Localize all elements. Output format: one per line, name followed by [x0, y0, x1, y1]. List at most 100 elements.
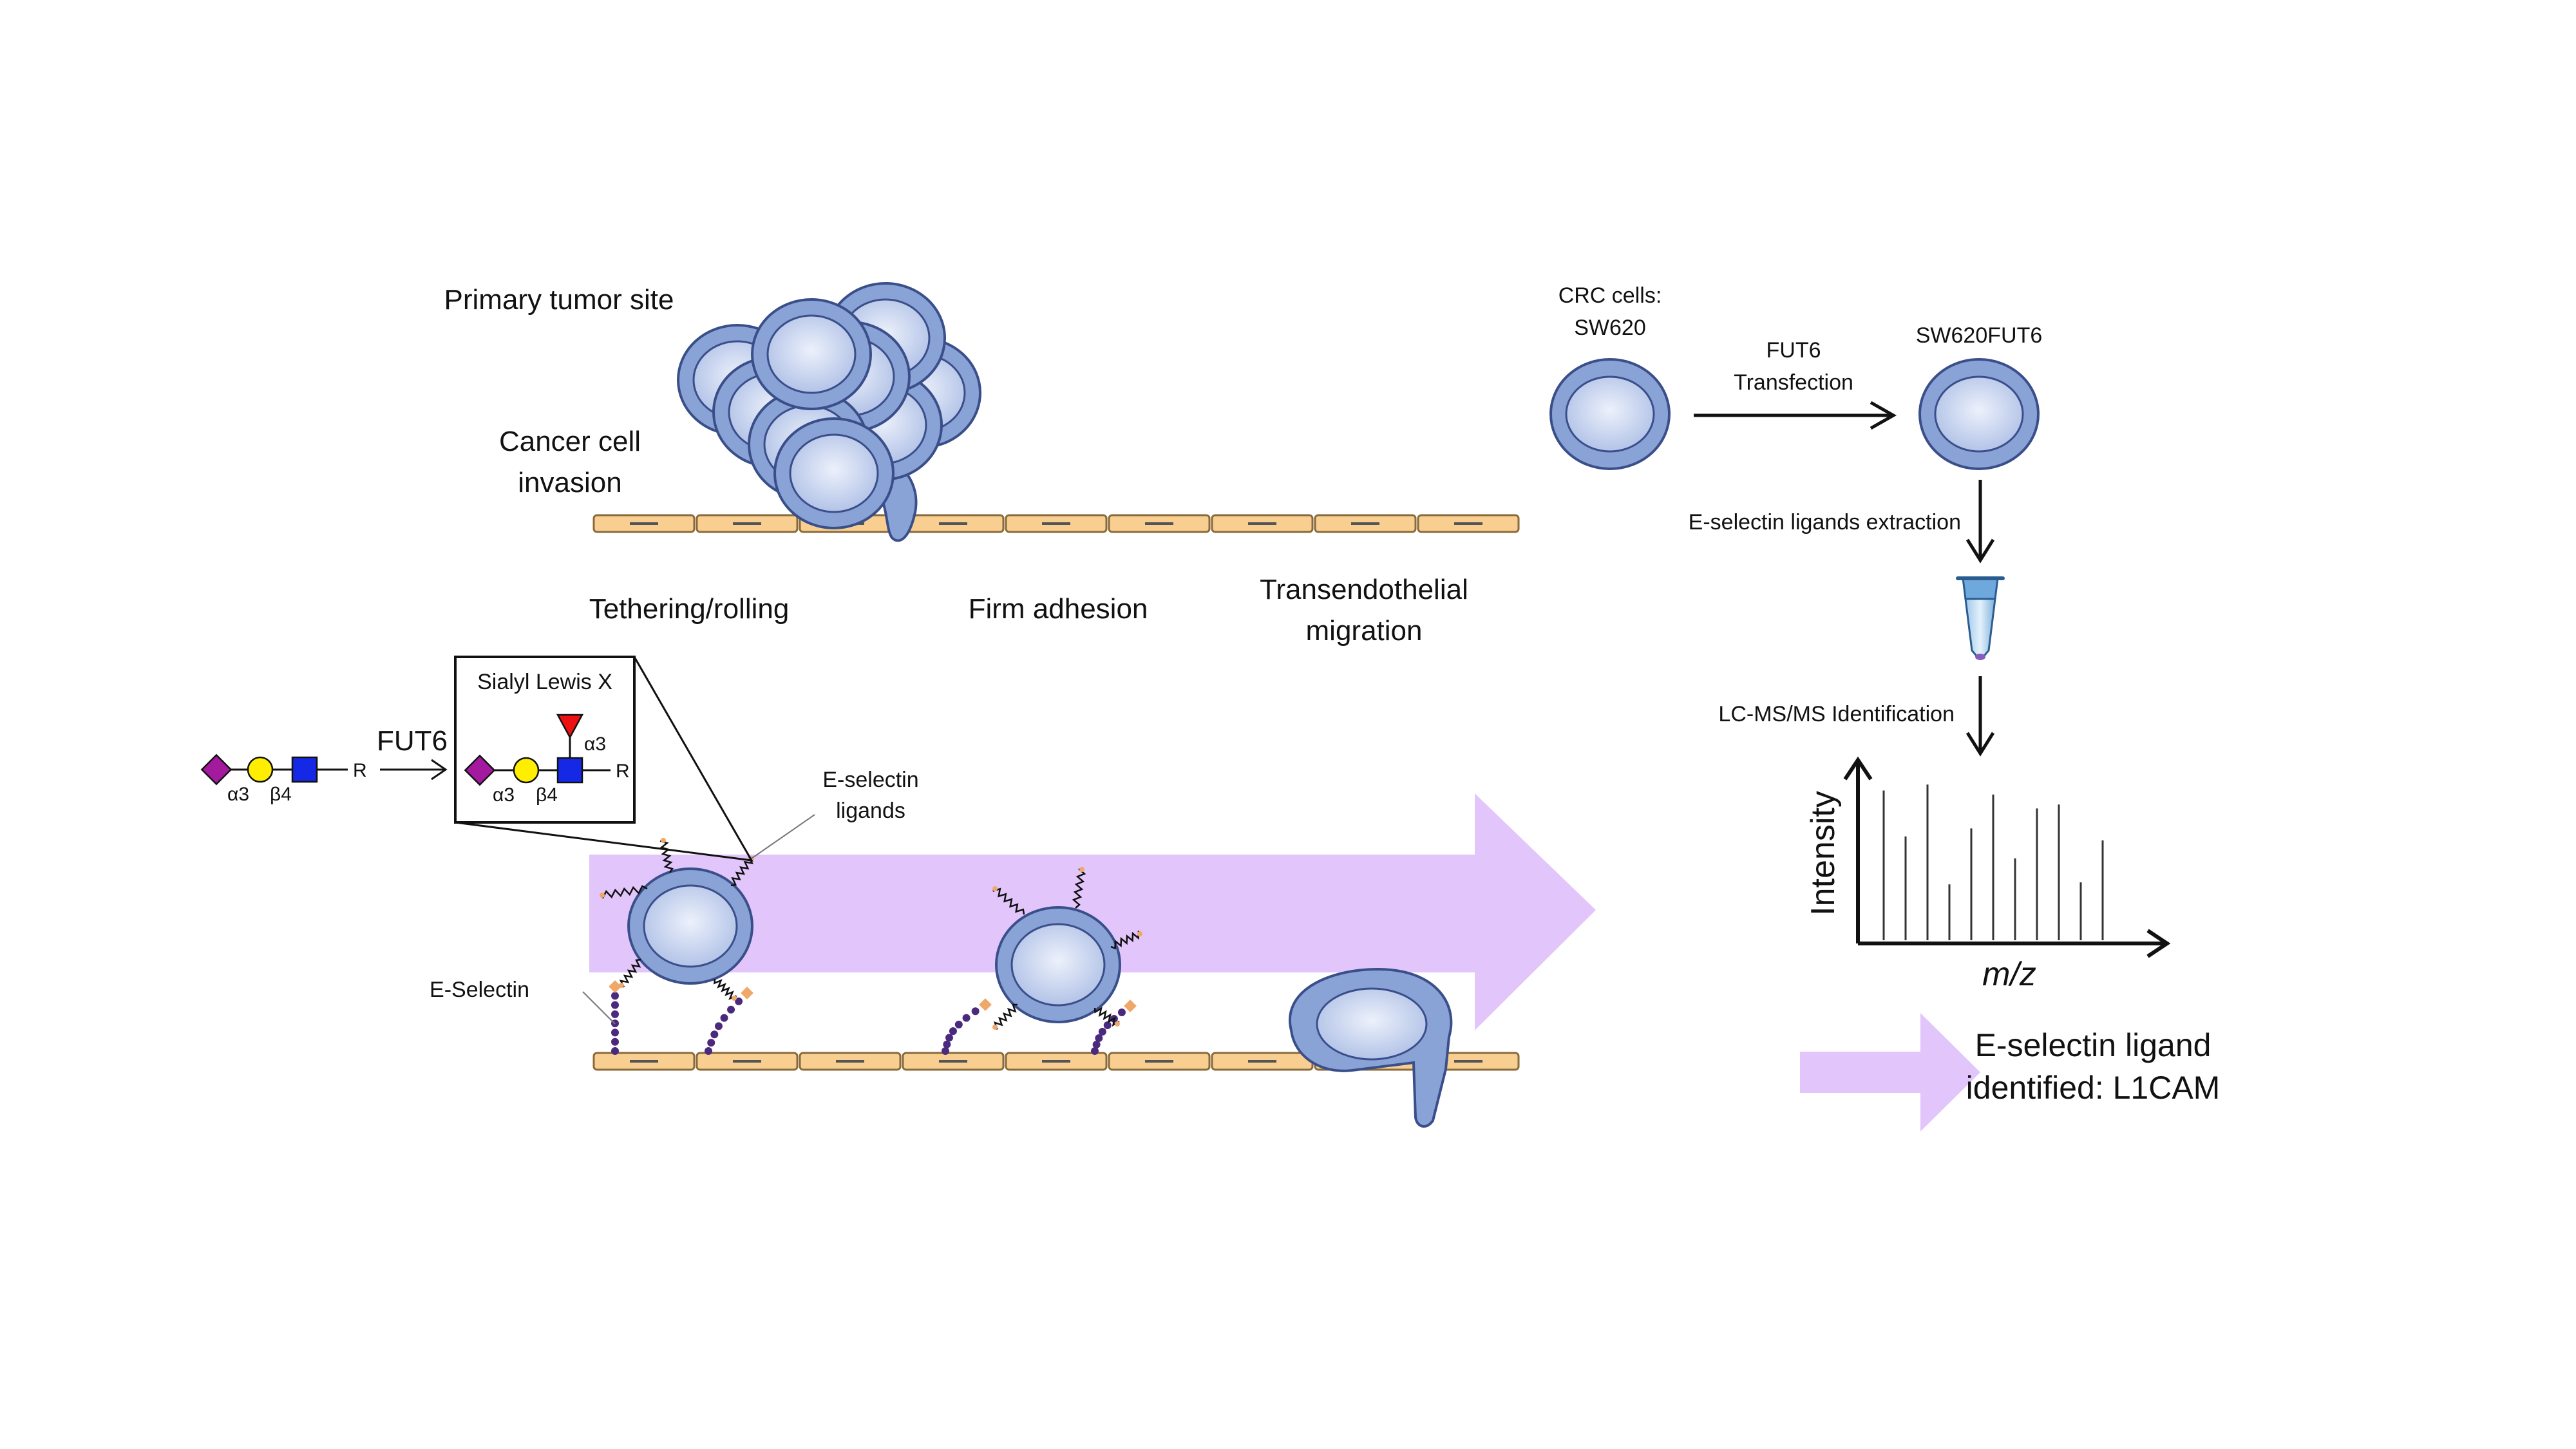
- receptor-bead: [962, 1014, 971, 1022]
- e-selectin-receptor: [942, 998, 992, 1055]
- galactose-circle: [247, 756, 274, 783]
- receptor-bead: [1092, 1041, 1101, 1048]
- receptor-bead: [611, 1047, 619, 1055]
- receptor-bead: [611, 1001, 619, 1009]
- ligand-chain: [619, 958, 641, 988]
- reducing-end-label: R: [616, 761, 630, 782]
- ligand-chain: [1094, 1007, 1120, 1027]
- linkage-label: α3: [493, 784, 515, 806]
- e-selectin-pointer: [582, 991, 616, 1025]
- ligand-chain: [993, 1003, 1018, 1030]
- receptor-bead: [949, 1027, 957, 1036]
- linkage-label: β4: [536, 784, 558, 806]
- ligand-chain: [992, 887, 1025, 915]
- ligand-chain: [730, 856, 753, 887]
- ligand-glycan: [1079, 867, 1084, 872]
- receptor-bead: [942, 1047, 949, 1055]
- ligand-glycan: [992, 886, 998, 891]
- linkage-label: β4: [270, 784, 292, 805]
- lectin-domain: [609, 980, 621, 993]
- fucose-linkage-label: α3: [584, 734, 606, 755]
- sialic-acid-diamond: [200, 753, 232, 786]
- cancer-cell-invasion-label: Cancer cell: [499, 426, 641, 457]
- ligand-glycan: [1115, 1021, 1120, 1027]
- fut6-arrow: FUT6: [377, 725, 448, 781]
- tumor-cell: [773, 417, 895, 529]
- sample-tube-icon: [1956, 576, 2005, 660]
- ligand-chain: [1110, 931, 1140, 950]
- spectrum-peaks: [1882, 784, 2104, 940]
- crc-cells-label: CRC cells:: [1558, 283, 1662, 308]
- zoom-callout-lines: [455, 656, 753, 862]
- ligand-chain: [659, 840, 674, 873]
- lectin-domain: [1124, 999, 1137, 1012]
- receptor-bead: [943, 1040, 951, 1048]
- receptor-bead: [945, 1034, 953, 1042]
- e-selectin-ligands-label: E-selectin: [822, 768, 918, 792]
- result-label: identified: L1CAM: [1966, 1070, 2221, 1106]
- ligand-glycan: [732, 996, 737, 1001]
- e-selectin-ligands-label: ligands: [836, 799, 905, 823]
- result-label: E-selectin ligand: [1975, 1027, 2211, 1063]
- galactose-circle: [513, 757, 540, 784]
- receptor-bead: [720, 1014, 728, 1022]
- cancer-cell-invasion-label: invasion: [518, 467, 621, 498]
- e-selectin-receptors: [609, 980, 1137, 1055]
- sialic-acid-diamond: [464, 754, 496, 786]
- transmigrating-cell: [1289, 967, 1453, 1128]
- sw620-cell: [1549, 358, 1671, 470]
- mass-spectrum: Intensity m/z: [1804, 756, 2171, 993]
- y-axis-label: Intensity: [1804, 791, 1842, 916]
- receptor-bead: [735, 997, 743, 1005]
- fut6-transfection-label: Transfection: [1734, 370, 1853, 395]
- glcnac-square: [291, 756, 318, 783]
- e-selectin-ligands-pointer: [751, 814, 815, 859]
- ligand-chain: [714, 978, 737, 1000]
- transfection-arrow: [1694, 401, 1897, 430]
- ligand-extraction-label: E-selectin ligands extraction: [1689, 510, 1961, 535]
- ligand-glycan: [661, 838, 666, 843]
- receptor-bead: [1103, 1021, 1112, 1029]
- receptor-bead: [1095, 1034, 1103, 1042]
- ligand-glycan: [1137, 931, 1142, 936]
- receptor-bead: [1117, 1009, 1126, 1016]
- lectin-domain: [741, 987, 753, 999]
- receptor-bead: [611, 1037, 619, 1046]
- primary-tumor-site-label: Primary tumor site: [444, 284, 674, 316]
- linkage-label: α3: [227, 784, 249, 805]
- ligand-glycan: [992, 1025, 998, 1030]
- firm-adhesion-label: Firm adhesion: [969, 593, 1148, 625]
- ligand-glycan: [619, 983, 624, 988]
- receptor-bead: [714, 1022, 723, 1030]
- result-arrow: [1800, 1013, 1980, 1132]
- tumor-cell: [751, 298, 872, 410]
- receptor-bead: [707, 1039, 715, 1047]
- sialyl-lewis-x-box: Sialyl Lewis X α3 α3 β4 R: [454, 656, 636, 824]
- fucose-triangle: [556, 714, 584, 739]
- sw620fut6-cell: [1918, 358, 2040, 470]
- lectin-domain: [979, 998, 992, 1011]
- e-selectin-ligand-chains: [600, 838, 1142, 1030]
- receptor-bead: [611, 1010, 619, 1018]
- glycan-precursor: α3 β4 R: [200, 753, 367, 805]
- tethering-rolling-label: Tethering/rolling: [589, 593, 790, 625]
- receptor-bead: [727, 1005, 735, 1014]
- x-axis-label: m/z: [1982, 956, 2036, 993]
- extraction-arrow: [1965, 480, 1995, 564]
- fut6-label: FUT6: [377, 725, 448, 757]
- primary-tumor-cluster: [677, 282, 981, 542]
- rolling-cell: [627, 867, 753, 985]
- receptor-bead: [710, 1030, 719, 1039]
- x-axis-arrowhead: [2146, 929, 2171, 958]
- reducing-end-label: R: [353, 760, 367, 781]
- receptor-bead: [954, 1020, 963, 1028]
- transendothelial-migration-label: Transendothelial: [1260, 574, 1468, 605]
- receptor-bead: [705, 1047, 712, 1055]
- endothelium-top: [592, 514, 1520, 533]
- receptor-bead: [1091, 1047, 1099, 1055]
- receptor-bead: [611, 1028, 619, 1037]
- y-axis-arrowhead: [1843, 756, 1873, 781]
- crc-cells-label: SW620: [1574, 316, 1646, 340]
- sw620fut6-label: SW620FUT6: [1916, 323, 2043, 348]
- glcnac-square: [556, 757, 583, 784]
